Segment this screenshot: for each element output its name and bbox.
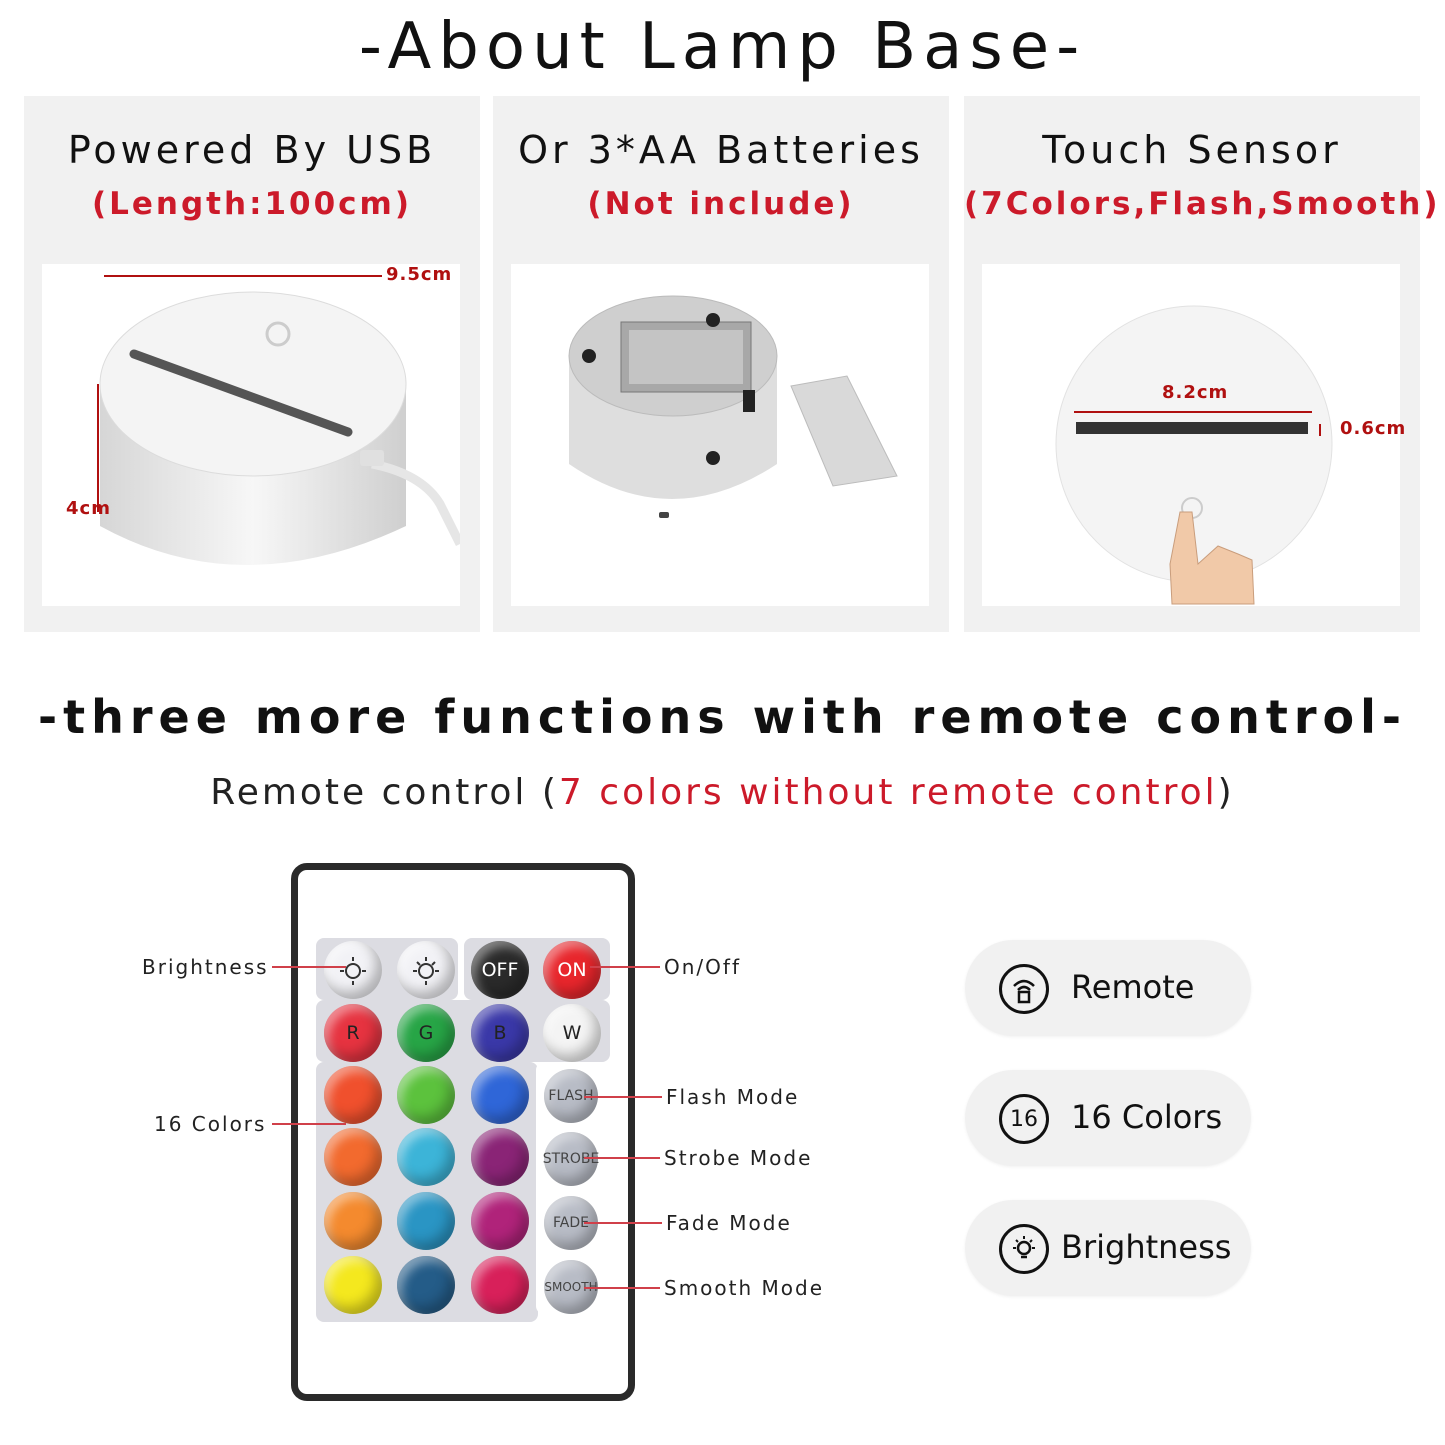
feature-colors: 16 16 Colors: [965, 1070, 1251, 1166]
flash-callout-line: [584, 1096, 662, 1098]
usb-lamp-base-drawing: [97, 275, 465, 565]
subtitle-highlight: 7 colors without remote control: [558, 772, 1218, 813]
smooth-button[interactable]: SMOOTH: [544, 1260, 598, 1314]
color-button[interactable]: [397, 1192, 455, 1250]
height-dimension-label: 4cm: [66, 498, 111, 519]
color-button[interactable]: [324, 1256, 382, 1314]
feature-brightness: Brightness: [965, 1200, 1251, 1296]
length-dimension-label: 8.2cm: [1162, 382, 1229, 403]
color-button[interactable]: [324, 1128, 382, 1186]
feature-colors-label: 16 Colors: [1071, 1098, 1223, 1136]
strobe-mode-callout: Strobe Mode: [664, 1146, 813, 1170]
brightness-up-button[interactable]: [324, 941, 382, 999]
color-button[interactable]: [324, 1066, 382, 1124]
onoff-callout: On/Off: [664, 955, 741, 979]
remote-signal-icon: [999, 964, 1049, 1014]
touch-panel-subtitle: (7Colors,Flash,Smooth): [964, 186, 1441, 222]
color-button[interactable]: [471, 1066, 529, 1124]
usb-panel: Powered By USB (Length:100cm) 9.5cm 4cm: [24, 96, 480, 632]
color-button[interactable]: [471, 1128, 529, 1186]
battery-panel-title: Or 3*AA Batteries: [518, 128, 924, 172]
fade-callout-line: [584, 1222, 662, 1224]
page-title: -About Lamp Base-: [358, 10, 1087, 84]
touch-sensor-image: [982, 264, 1400, 606]
white-button[interactable]: W: [543, 1004, 601, 1062]
width-dimension-label: 9.5cm: [386, 264, 453, 285]
red-button[interactable]: R: [324, 1004, 382, 1062]
subtitle-suffix: ): [1217, 772, 1235, 813]
colors-callout-line: [272, 1123, 346, 1125]
usb-panel-title: Powered By USB: [67, 128, 437, 172]
color-button[interactable]: [471, 1192, 529, 1250]
thickness-dimension-label: 0.6cm: [1340, 418, 1407, 439]
off-button[interactable]: OFF: [471, 941, 529, 999]
feature-brightness-label: Brightness: [1061, 1228, 1232, 1266]
color-button[interactable]: [471, 1256, 529, 1314]
smooth-callout-line: [584, 1287, 660, 1289]
battery-compartment-drawing: [568, 295, 898, 518]
touch-sensor-drawing: [1055, 305, 1333, 605]
touch-panel-title: Touch Sensor: [1042, 128, 1342, 172]
remote-control: OFF ON R G B W FLASH STROBE FADE SMOOTH: [291, 863, 635, 1401]
battery-compartment-image: [511, 264, 929, 606]
sun-bright-icon: [413, 957, 439, 985]
touch-panel: Touch Sensor (7Colors,Flash,Smooth) 8.2c…: [964, 96, 1441, 632]
sixteen-badge-icon: 16: [999, 1094, 1049, 1144]
feature-remote-label: Remote: [1071, 968, 1195, 1006]
sun-dim-icon: [340, 957, 366, 985]
blue-button[interactable]: B: [471, 1004, 529, 1062]
brightness-callout-line: [272, 966, 346, 968]
battery-panel-subtitle: (Not include): [587, 186, 855, 222]
colors-callout: 16 Colors: [154, 1112, 267, 1136]
feature-remote: Remote: [965, 940, 1251, 1036]
green-button[interactable]: G: [397, 1004, 455, 1062]
remote-section-subtitle: Remote control (7 colors without remote …: [0, 772, 1445, 813]
flash-mode-callout: Flash Mode: [666, 1085, 800, 1109]
brightness-callout: Brightness: [142, 955, 269, 979]
color-button[interactable]: [324, 1192, 382, 1250]
bulb-icon: [999, 1224, 1049, 1274]
usb-lamp-base-image: [42, 264, 465, 606]
brightness-down-button[interactable]: [397, 941, 455, 999]
color-button[interactable]: [397, 1066, 455, 1124]
color-button[interactable]: [397, 1256, 455, 1314]
strobe-button[interactable]: STROBE: [543, 1132, 599, 1186]
color-button[interactable]: [397, 1128, 455, 1186]
fade-mode-callout: Fade Mode: [666, 1211, 792, 1235]
subtitle-prefix: Remote control (: [210, 772, 559, 813]
onoff-callout-line: [590, 966, 660, 968]
battery-panel: Or 3*AA Batteries (Not include): [493, 96, 949, 632]
strobe-callout-line: [584, 1157, 660, 1159]
usb-panel-subtitle: (Length:100cm): [91, 186, 413, 222]
remote-section-title: -three more functions with remote contro…: [37, 690, 1408, 744]
smooth-mode-callout: Smooth Mode: [664, 1276, 825, 1300]
on-button[interactable]: ON: [543, 941, 601, 999]
